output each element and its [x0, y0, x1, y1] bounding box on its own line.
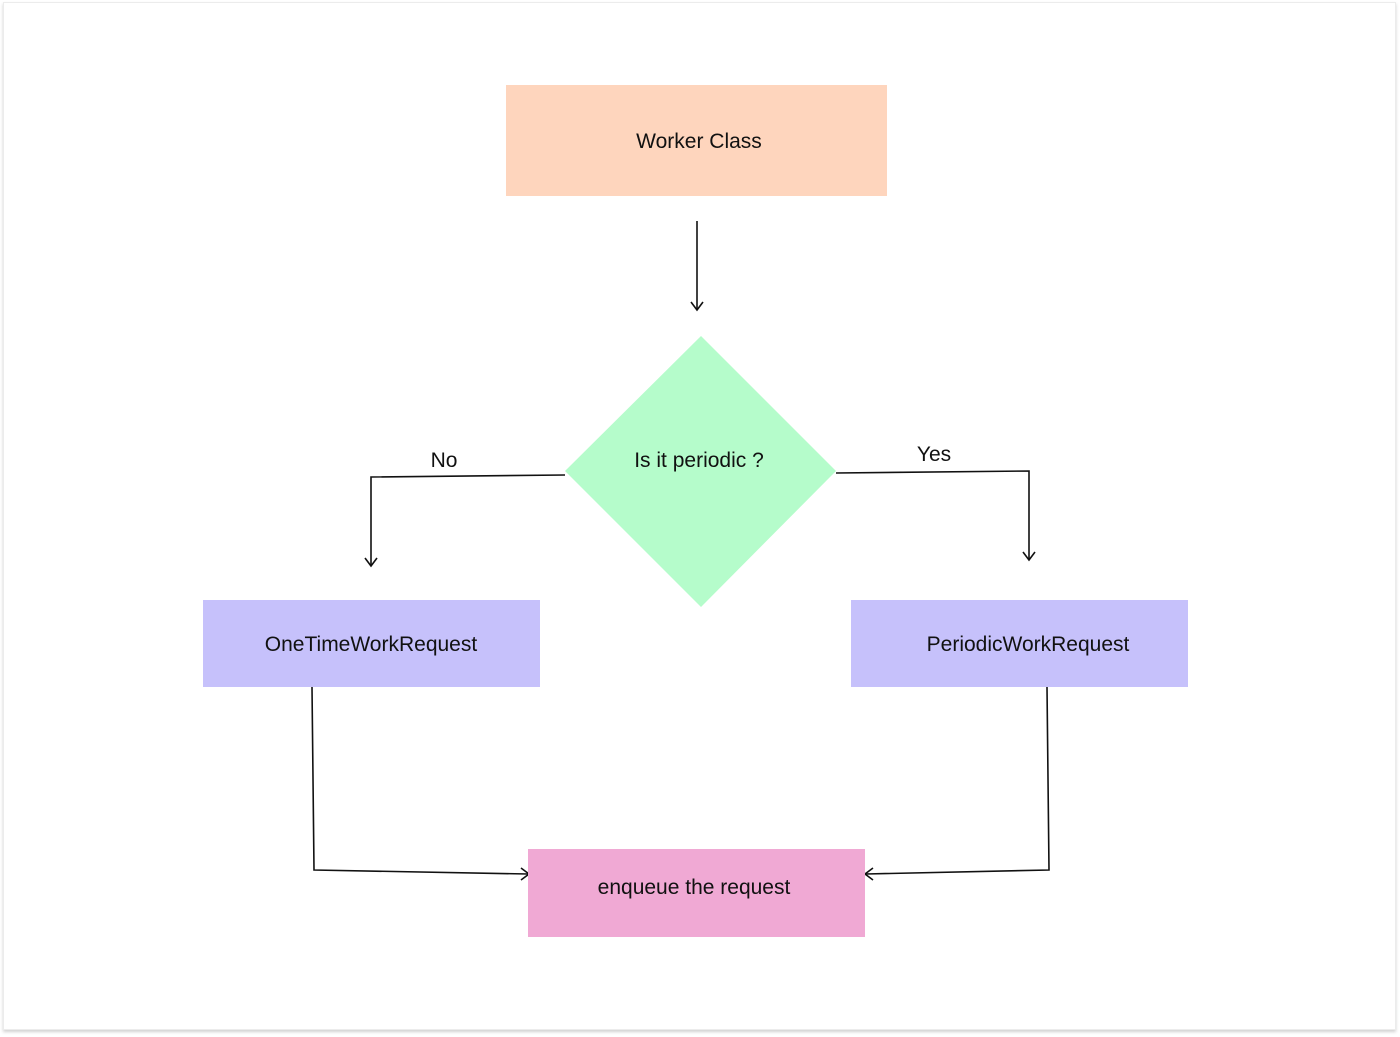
decision-diamond — [565, 336, 836, 607]
edge-periodic-to-enqueue — [863, 686, 1050, 881]
enqueue-label: enqueue the request — [598, 876, 791, 899]
enqueue-node: enqueue the request — [528, 849, 865, 937]
arrowhead-icon — [1022, 551, 1036, 562]
one-time-label: OneTimeWorkRequest — [265, 633, 478, 656]
one-time-node: OneTimeWorkRequest — [203, 600, 540, 687]
worker-class-box — [506, 85, 887, 196]
worker-class-node: Worker Class — [506, 85, 887, 196]
enqueue-box — [528, 849, 865, 937]
periodic-node: PeriodicWorkRequest — [851, 600, 1188, 687]
arrowhead-icon — [364, 557, 378, 568]
worker-class-label: Worker Class — [636, 130, 762, 153]
arrowhead-icon — [690, 301, 704, 312]
decision-node: Is it periodic ? — [565, 336, 836, 607]
periodic-label: PeriodicWorkRequest — [927, 633, 1130, 656]
one-time-box — [203, 600, 540, 687]
periodic-box — [851, 600, 1188, 687]
edge-no-branch: No — [364, 449, 566, 568]
no-label: No — [431, 449, 458, 472]
yes-label: Yes — [917, 443, 951, 466]
edge-yes-branch: Yes — [835, 443, 1036, 562]
edge-worker-to-decision — [690, 221, 704, 312]
edge-one-time-to-enqueue — [311, 686, 531, 881]
decision-label: Is it periodic ? — [634, 449, 764, 472]
